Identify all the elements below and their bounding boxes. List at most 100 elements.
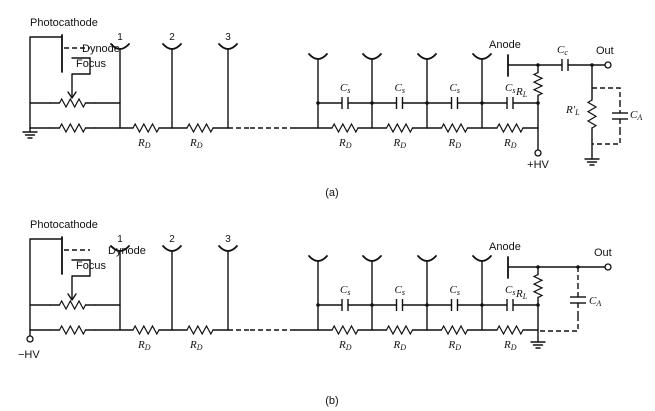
junction-dot [480,303,484,307]
cs-label-4: Cs [505,284,515,297]
divider-resistor-2 [186,122,214,134]
dynode-label: Dynode [108,245,146,257]
caption-b: (b) [325,395,338,407]
rd-label-2: RD [189,339,203,352]
stray-capacitor-lead [592,130,621,145]
cc-label: Cc [557,44,568,57]
divider-resistor-late-3 [440,122,469,134]
cs-label-4: Cs [505,82,515,95]
hv-terminal [534,149,542,157]
divider-resistor-late-4 [496,122,524,134]
dynode-late-3-cup [417,53,437,60]
junction-dot [370,101,374,105]
rd-label-2: RD [189,137,203,150]
anode-label: Anode [489,39,521,51]
rd-label-late-4: RD [503,339,517,352]
ca-label: CA [589,295,601,308]
dynode-3-cup [218,245,238,252]
supply-label: −HV [18,349,40,361]
rd-label-late-1: RD [338,137,352,150]
dynode-label: Dynode [82,43,120,55]
dynode-late-1-cup [308,255,328,262]
dynode-late-2-cup [362,255,382,262]
focus-resistor [58,299,87,311]
dynode-number-1: 1 [117,234,123,245]
dynode-late-4-cup [472,53,492,60]
cathode-resistor [58,324,87,336]
hv-terminal [26,335,34,343]
cathode-resistor [58,122,87,134]
divider-resistor-late-1 [331,122,359,134]
rl-label: RL [515,288,528,301]
out-label: Out [596,45,614,57]
divider-resistor-2 [186,324,214,336]
junction-dot [536,303,540,307]
dynode-number-3: 3 [225,234,231,245]
dynode-3-cup [218,43,238,50]
dynode-number-2: 2 [169,32,175,43]
junction-dot [316,101,320,105]
dynode-late-1-cup [308,53,328,60]
divider-resistor-late-1 [331,324,359,336]
junction-dot [370,303,374,307]
focus-label: Focus [76,58,106,70]
anode-label: Anode [489,241,521,253]
cs-label-2: Cs [395,82,405,95]
dynode-2-cup [162,245,182,252]
photocathode-label: Photocathode [30,17,98,29]
dynode-number-1: 1 [117,32,123,43]
dynode-2-cup [162,43,182,50]
external-load-resistor [586,99,598,129]
caption-a: (a) [325,187,338,199]
wire [29,238,63,331]
wire [29,36,63,129]
wiper-arrow [67,293,77,301]
rd-label-late-1: RD [338,339,352,352]
wiper-arrow [67,91,77,99]
out-terminal [604,263,612,271]
dynode-number-3: 3 [225,32,231,43]
focus-wiper [71,275,91,300]
dynode-late-3-cup [417,255,437,262]
junction-dot [425,101,429,105]
focus-wiper [71,73,91,98]
divider-resistor-late-3 [440,324,469,336]
rd-label-late-4: RD [503,137,517,150]
cs-label-2: Cs [395,284,405,297]
divider-resistor-late-4 [496,324,524,336]
photocathode-label: Photocathode [30,219,98,231]
divider-resistor-late-2 [385,122,414,134]
rd-label-late-3: RD [448,339,462,352]
out-label: Out [594,247,612,259]
junction-dot [480,101,484,105]
rd-label-late-2: RD [393,137,407,150]
divider-resistor-1 [132,122,160,134]
focus-resistor [58,97,87,109]
rd-label-late-2: RD [393,339,407,352]
rl-prime-label: R′L [565,104,580,117]
cs-label-3: Cs [450,82,460,95]
stray-capacitor-lead [592,87,621,102]
rd-label-late-3: RD [448,137,462,150]
divider-resistor-1 [132,324,160,336]
rl-label: RL [515,86,528,99]
cs-label-1: Cs [340,284,350,297]
rd-label-1: RD [137,339,151,352]
dynode-late-2-cup [362,53,382,60]
dynode-late-4-cup [472,255,492,262]
ca-label: CA [630,109,642,122]
junction-dot [536,101,540,105]
cs-label-3: Cs [450,284,460,297]
load-resistor [532,72,544,96]
divider-resistor-late-2 [385,324,414,336]
dynode-number-2: 2 [169,234,175,245]
supply-label: +HV [527,159,549,171]
out-terminal [604,61,612,69]
load-resistor [532,274,544,298]
cs-label-1: Cs [340,82,350,95]
stray-capacitor-lead [538,316,579,332]
junction-dot [425,303,429,307]
